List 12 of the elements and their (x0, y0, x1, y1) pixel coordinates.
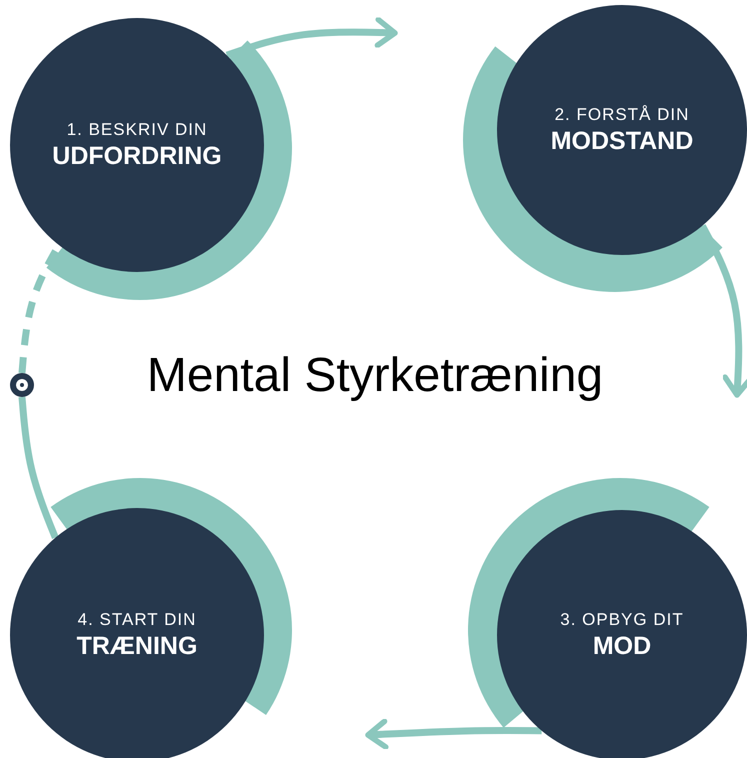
title: Mental Styrketræning (146, 348, 604, 403)
step-label: 2. FORSTÅ DIN (554, 104, 690, 126)
arrow (226, 16, 398, 58)
step-label: 4. START DIN (78, 609, 196, 631)
target-dot (10, 373, 34, 397)
step-name: TRÆNING (76, 631, 198, 661)
step-name: UDFORDRING (52, 141, 222, 171)
arrow (365, 718, 542, 750)
step-name: MOD (592, 631, 652, 661)
step-label: 1. BESKRIV DIN (66, 119, 208, 141)
step-label: 3. OPBYG DIT (560, 609, 684, 631)
step-name: MODSTAND (550, 126, 694, 156)
